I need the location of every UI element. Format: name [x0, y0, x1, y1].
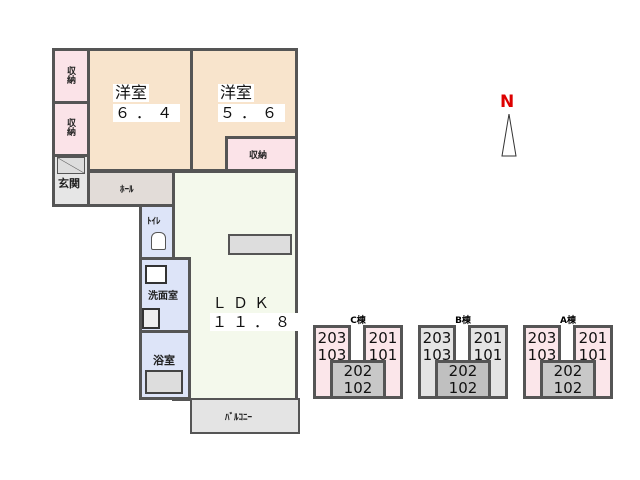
ldk-size: １１．８ — [210, 313, 299, 331]
hall-label: ﾎｰﾙ — [120, 185, 134, 195]
western-room-2-name: 洋室 — [218, 83, 255, 102]
ldk-name: ＬＤＫ — [212, 294, 276, 312]
western-room-2-size: ５．６ — [218, 104, 286, 122]
compass-arrow-icon — [501, 114, 517, 157]
compass-north-label: N — [500, 92, 515, 112]
toilet-fixture-icon — [151, 232, 166, 250]
unit-202-102: 202 102 — [435, 360, 491, 399]
balcony — [190, 398, 300, 434]
building-b-label: B棟 — [455, 316, 471, 326]
hall — [87, 170, 175, 207]
unit-202-102: 202 102 — [330, 360, 386, 399]
entrance-label: 玄関 — [58, 177, 80, 190]
storage-1-label: 収納 — [65, 66, 75, 84]
washroom-label: 洗面室 — [148, 291, 178, 302]
storage-3 — [225, 136, 298, 172]
building-a-label: A棟 — [560, 316, 576, 326]
unit-202-102: 202 102 — [540, 360, 596, 399]
building-c: C棟 203 103 201 101 202 102 — [313, 316, 403, 399]
bathroom-label: 浴室 — [153, 354, 175, 367]
bathtub-icon — [145, 370, 183, 394]
western-room-1-size: ６．４ — [113, 104, 181, 122]
storage-3-label: 収納 — [249, 151, 268, 161]
washing-machine-icon — [145, 265, 167, 284]
western-room-1-name: 洋室 — [113, 83, 150, 102]
building-a: A棟 203 103 201 101 202 102 — [523, 316, 613, 399]
storage-1 — [52, 48, 90, 104]
washbasin-icon — [142, 308, 160, 329]
kitchen-counter — [228, 234, 292, 255]
building-c-label: C棟 — [350, 316, 366, 326]
toilet-label: ﾄｲﾚ — [147, 217, 161, 227]
storage-2-label: 収納 — [65, 118, 75, 136]
balcony-label: ﾊﾞﾙｺﾆｰ — [225, 413, 253, 423]
building-b: B棟 203 103 201 101 202 102 — [418, 316, 508, 399]
shoe-box — [57, 157, 85, 174]
